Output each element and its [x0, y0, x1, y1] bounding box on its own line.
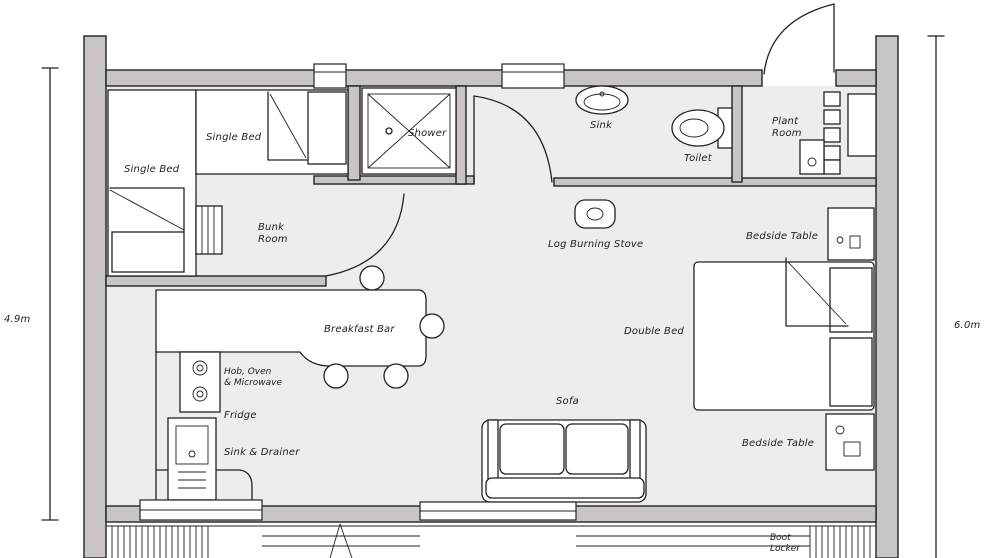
- label-sofa: Sofa: [556, 396, 579, 407]
- dimension-left: [41, 67, 59, 521]
- label-single-bed-left: Single Bed: [124, 164, 180, 175]
- label-toilet: Toilet: [684, 153, 713, 164]
- deck: [106, 525, 876, 547]
- toilet: [671, 109, 725, 147]
- label-sink-drainer: Sink & Drainer: [224, 447, 300, 458]
- hob: [179, 351, 221, 413]
- label-bedside-table-bottom: Bedside Table: [742, 438, 814, 449]
- log-burning-stove: [574, 199, 616, 229]
- wall-left: [83, 35, 107, 558]
- label-bedside-table-top: Bedside Table: [746, 231, 818, 242]
- ladder: [195, 205, 223, 255]
- label-single-bed-top: Single Bed: [206, 132, 262, 143]
- bathroom-sink: [575, 85, 629, 115]
- label-breakfast-bar: Breakfast Bar: [324, 324, 395, 335]
- bedside-table-top: [827, 207, 875, 261]
- breakfast-bar: [155, 289, 427, 367]
- wall-top-left: [105, 69, 763, 87]
- dimension-left-label: 4.9m: [4, 314, 31, 325]
- label-sink: Sink: [590, 120, 613, 131]
- label-shower: Shower: [408, 128, 447, 139]
- label-double-bed: Double Bed: [624, 326, 684, 337]
- wall-right: [875, 35, 899, 558]
- double-bed: [693, 261, 875, 411]
- dimension-right: [927, 35, 945, 558]
- label-log-burning-stove: Log Burning Stove: [548, 239, 643, 250]
- dimension-right-label: 6.0m: [954, 320, 981, 331]
- window-top-1: [313, 63, 347, 89]
- label-hob-oven: Hob, Oven& Microwave: [224, 367, 283, 388]
- boiler: [847, 93, 877, 157]
- label-fridge: Fridge: [224, 410, 257, 421]
- wall-top-right: [835, 69, 877, 87]
- window-top-2: [501, 63, 565, 89]
